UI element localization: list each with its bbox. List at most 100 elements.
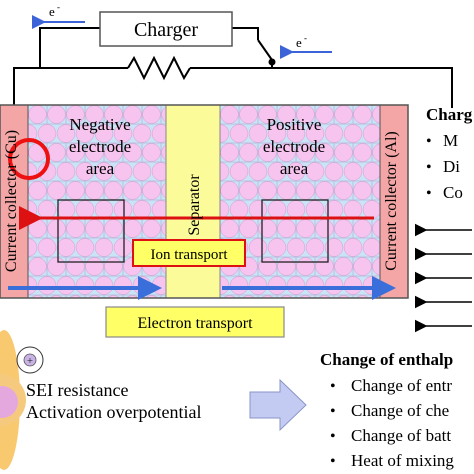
electrode-particle xyxy=(239,143,258,162)
electrode-particle xyxy=(85,219,104,238)
electrode-particle xyxy=(296,257,315,276)
negative-label-line1: Negative xyxy=(69,115,130,134)
electrode-particle xyxy=(248,276,268,295)
flow-arrow xyxy=(249,378,307,432)
electrode-particle xyxy=(324,276,344,295)
enthalpy-item-1: Change of entr xyxy=(351,376,452,395)
electrode-particle xyxy=(286,238,306,257)
electrode-particle xyxy=(334,105,353,124)
electrode-particle xyxy=(267,238,287,257)
sei-resistance-label: SEI resistance xyxy=(26,380,128,400)
electrode-particle xyxy=(353,219,372,238)
positive-label-line1: Positive xyxy=(267,115,322,134)
electrode-particle xyxy=(334,143,353,162)
electrode-particle xyxy=(37,276,57,295)
electrode-particle xyxy=(267,200,287,219)
electrode-particle xyxy=(334,219,353,238)
electrode-particle xyxy=(75,200,95,219)
electrode-particle xyxy=(37,200,57,219)
electrode-particle xyxy=(353,105,372,124)
electrode-particle xyxy=(248,162,268,181)
electrode-particle xyxy=(47,143,66,162)
electrode-particle xyxy=(75,124,95,143)
charger-box xyxy=(99,11,233,47)
electron-sup-right: - xyxy=(304,33,307,43)
heat-flow-arrows xyxy=(414,223,472,333)
electrode-particle xyxy=(37,124,57,143)
right-item-2: Di xyxy=(443,157,460,176)
electrode-particle xyxy=(104,181,123,200)
cell-border xyxy=(0,104,409,299)
electrode-particle xyxy=(372,219,380,238)
electrode-particle xyxy=(239,219,258,238)
electrode-particle xyxy=(28,257,47,276)
right-bullet-3: • xyxy=(426,185,432,202)
electrode-particle xyxy=(66,143,85,162)
electrode-particle xyxy=(305,200,325,219)
electrode-particle xyxy=(258,143,277,162)
electrode-particle xyxy=(315,219,334,238)
electrode-particle xyxy=(75,276,95,295)
electrode-particle xyxy=(28,124,38,143)
electrode-particle xyxy=(277,143,296,162)
electrode-particle xyxy=(248,238,268,257)
electrode-particle xyxy=(229,124,249,143)
electrode-particle xyxy=(267,124,287,143)
electrode-particle xyxy=(305,124,325,143)
electrode-particle xyxy=(277,219,296,238)
right-panel-title: Charg xyxy=(426,105,473,124)
electrode-particle xyxy=(161,220,166,237)
separator-label: Separator xyxy=(186,174,203,236)
electrode-particle xyxy=(85,257,104,276)
enthalpy-bullet-4: • xyxy=(330,453,336,470)
electrode-particle xyxy=(334,257,353,276)
electrode-particle xyxy=(113,276,133,295)
electrode-particle xyxy=(104,257,123,276)
left-collector-label: Current collector (Cu) xyxy=(3,130,20,272)
electrode-particle xyxy=(315,181,334,200)
electrode-particle xyxy=(161,182,166,199)
electrode-particle xyxy=(151,124,166,143)
electrode-particle xyxy=(315,143,334,162)
ion-transport-label: Ion transport xyxy=(150,247,228,263)
electrode-particle xyxy=(85,181,104,200)
electrode-particle xyxy=(258,219,277,238)
electrode-particle xyxy=(47,219,66,238)
electrode-particle xyxy=(286,276,306,295)
circuit-wire-right xyxy=(271,62,453,108)
electrode-particle xyxy=(220,105,239,124)
electrode-particle xyxy=(151,162,166,181)
electrode-particle xyxy=(286,200,306,219)
electrode-particle xyxy=(239,181,258,200)
electrode-particle xyxy=(286,124,306,143)
electrode-particle xyxy=(334,181,353,200)
electrode-particle xyxy=(94,124,114,143)
electrode-particle xyxy=(132,200,152,219)
electrode-particle xyxy=(220,143,239,162)
ion-transport-box xyxy=(132,239,246,267)
electrode-particle xyxy=(142,219,161,238)
electrode-particle xyxy=(353,143,372,162)
electrode-particle xyxy=(142,143,161,162)
electrode-particle xyxy=(258,257,277,276)
electrode-particle xyxy=(142,181,161,200)
electrode-particle xyxy=(113,124,133,143)
electrode-particle xyxy=(75,162,95,181)
electrode-particle xyxy=(305,162,325,181)
electron-label-top: e xyxy=(49,4,55,19)
activation-overpotential-label: Activation overpotential xyxy=(26,402,201,422)
electrode-particle xyxy=(372,143,380,162)
external-circuit xyxy=(13,27,453,108)
enthalpy-bullet-3: • xyxy=(330,428,336,445)
negative-zoom-box xyxy=(57,199,125,263)
sei-highlight-circle xyxy=(8,138,50,180)
electrode-particle xyxy=(132,124,152,143)
electron-transport-box xyxy=(105,306,285,338)
electrode-particle xyxy=(296,181,315,200)
electrode-particle xyxy=(47,181,66,200)
enthalpy-bullet-1: • xyxy=(330,378,336,395)
electron-label-right: e xyxy=(296,35,302,50)
electrode-particle xyxy=(362,162,380,181)
positive-label-line2: electrode xyxy=(263,137,325,156)
